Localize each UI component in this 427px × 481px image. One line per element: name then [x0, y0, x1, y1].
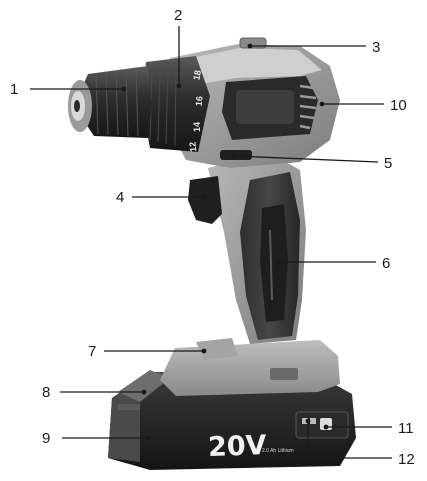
- callout-numbers: 1 2 3 4 5 6 7 8 9 10 11 12: [10, 7, 415, 468]
- battery-release: [196, 338, 238, 360]
- torque-mark: 16: [194, 96, 205, 107]
- handle: [208, 152, 306, 344]
- battery-spec-label: 2.0 Ah Lithium: [262, 448, 294, 454]
- callout-number: 12: [398, 451, 415, 468]
- callout-number: 3: [372, 39, 380, 56]
- drill-illustration: 20V 2.0 Ah Lithium: [68, 37, 356, 470]
- callout-number: 9: [42, 430, 50, 447]
- callout-number: 5: [384, 155, 392, 172]
- callout-number: 7: [88, 343, 96, 360]
- voltage-label: 20V: [208, 430, 268, 463]
- battery-latch: [118, 370, 170, 402]
- keyless-chuck: [68, 66, 152, 138]
- callout-number: 10: [390, 97, 407, 114]
- battery-pack: 20V 2.0 Ah Lithium: [108, 338, 356, 470]
- callout-number: 4: [116, 189, 124, 206]
- callout-number: 6: [382, 255, 390, 272]
- motor-vents: [299, 84, 317, 130]
- torque-mark: 14: [192, 122, 202, 132]
- battery-top: [160, 340, 340, 396]
- charge-indicator-light: [302, 418, 308, 424]
- torque-collar: 18 16 14 12: [142, 56, 210, 152]
- charge-indicator-light: [310, 418, 316, 424]
- callout-leaders: [30, 26, 392, 459]
- callout-number: 1: [10, 81, 18, 98]
- torque-mark: 12: [187, 141, 198, 152]
- motor-housing: [170, 37, 340, 168]
- callout-number: 11: [398, 420, 414, 437]
- callout-number: 2: [174, 7, 182, 24]
- trigger: [188, 176, 222, 224]
- callout-number: 8: [42, 384, 50, 401]
- torque-mark: 18: [191, 69, 203, 81]
